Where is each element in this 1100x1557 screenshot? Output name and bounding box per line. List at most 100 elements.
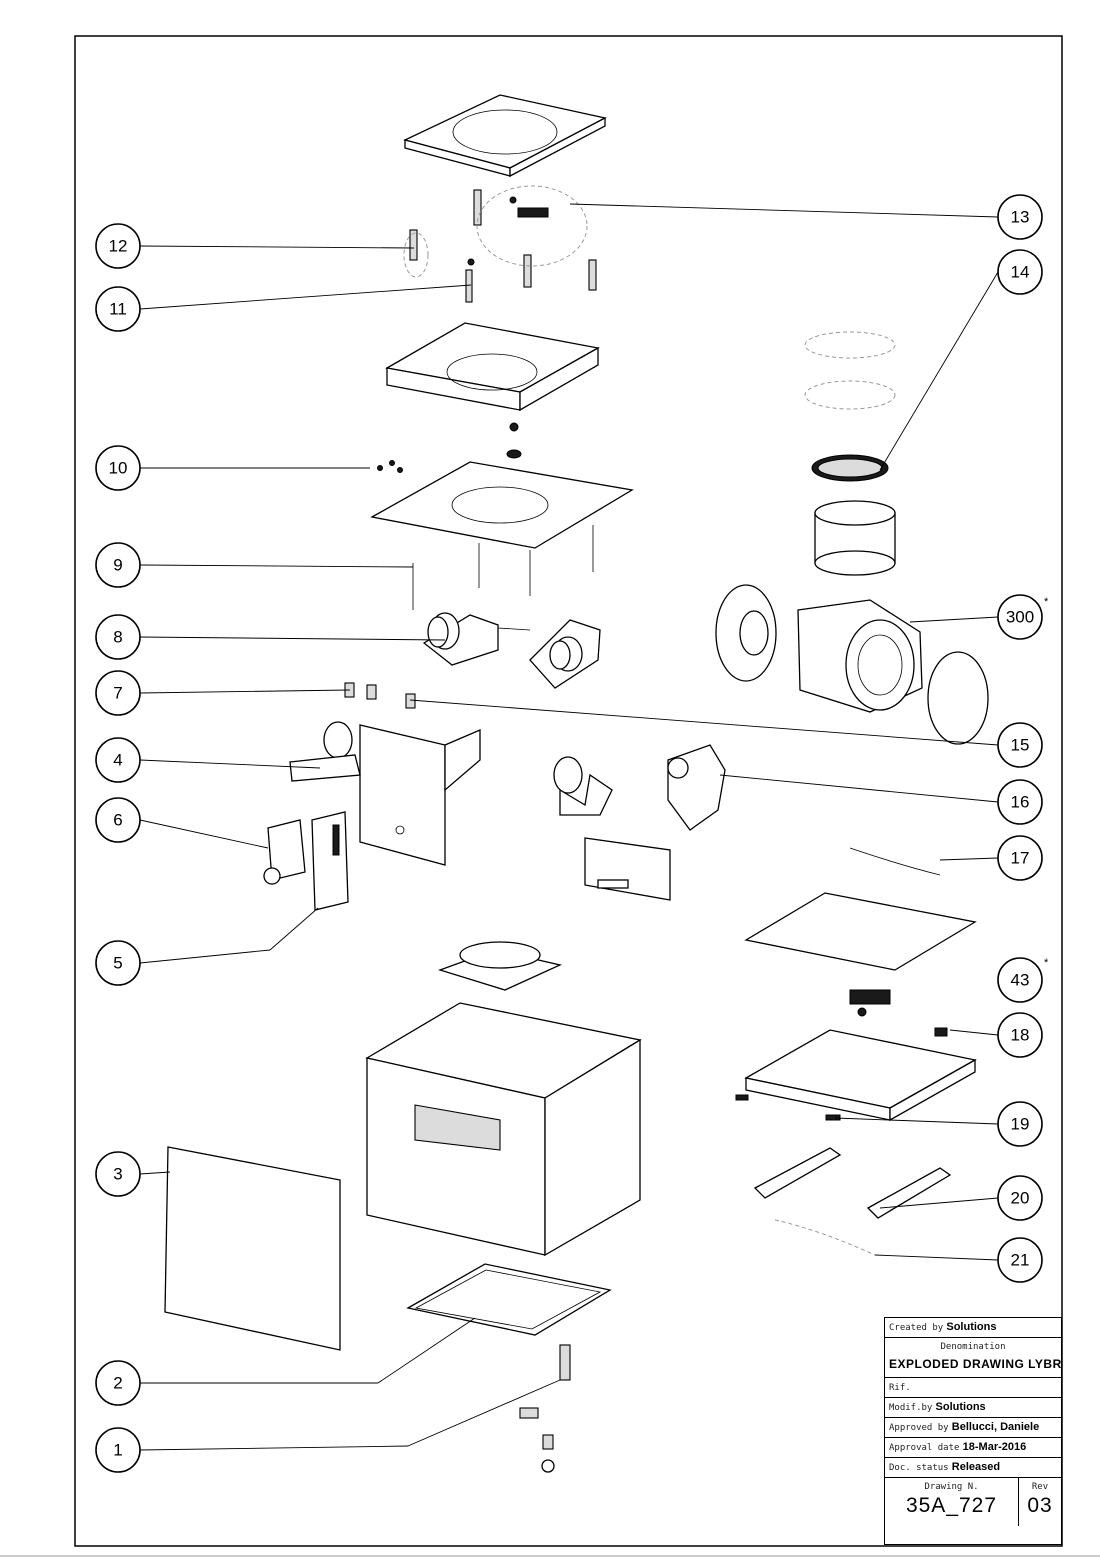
svg-text:18: 18 bbox=[1011, 1026, 1030, 1045]
modif-by-row: Modif.by Solutions bbox=[885, 1398, 1061, 1418]
top-mounting-plate bbox=[403, 94, 607, 178]
filter-tray bbox=[406, 1263, 612, 1336]
small-parts bbox=[519, 1344, 571, 1473]
svg-text:1: 1 bbox=[113, 1441, 122, 1460]
callout-14: 14 bbox=[997, 249, 1043, 295]
duct-collar bbox=[437, 941, 563, 991]
svg-text:9: 9 bbox=[113, 556, 122, 575]
revision-cell: Rev 03 bbox=[1019, 1478, 1061, 1526]
callout-4: 4 bbox=[95, 737, 141, 783]
callout-17: 17 bbox=[997, 835, 1043, 881]
callout-21: 21 bbox=[997, 1237, 1043, 1283]
filter-frame bbox=[735, 1029, 977, 1256]
inner-plate bbox=[370, 422, 634, 549]
callout-16: 16 bbox=[997, 779, 1043, 825]
svg-text:43: 43 bbox=[1011, 971, 1030, 990]
cover-panel bbox=[744, 847, 977, 1037]
long-screws bbox=[412, 525, 594, 610]
lower-tray bbox=[385, 322, 600, 412]
created-by-value: Solutions bbox=[946, 1321, 997, 1333]
revision-value: 03 bbox=[1027, 1494, 1053, 1517]
revision-label: Rev bbox=[1031, 1482, 1049, 1492]
callout-19: 19 bbox=[997, 1101, 1043, 1147]
approval-date-label: Approval date bbox=[889, 1443, 960, 1453]
created-by-row: Created by Solutions bbox=[885, 1318, 1061, 1338]
callout-8: 8 bbox=[95, 614, 141, 660]
svg-text:16: 16 bbox=[1011, 793, 1030, 812]
denomination-row: Denomination EXPLODED DRAWING LYBRA bbox=[885, 1338, 1061, 1378]
screw-set bbox=[403, 185, 597, 303]
blower-assembly bbox=[715, 331, 989, 745]
motor-unit bbox=[667, 744, 726, 831]
svg-text:5: 5 bbox=[113, 954, 122, 973]
front-glass bbox=[164, 1146, 341, 1351]
bracket-frame bbox=[323, 721, 481, 866]
rif-row: Rif. bbox=[885, 1378, 1061, 1398]
light-module bbox=[553, 756, 613, 816]
drawing-number-label: Drawing N. bbox=[924, 1482, 979, 1492]
svg-text:8: 8 bbox=[113, 628, 122, 647]
clips bbox=[344, 682, 416, 709]
approval-date-row: Approval date 18-Mar-2016 bbox=[885, 1438, 1061, 1458]
title-block: Created by Solutions Denomination EXPLOD… bbox=[884, 1317, 1062, 1545]
lamp-housings bbox=[422, 612, 601, 689]
rear-bracket bbox=[584, 837, 671, 901]
approved-by-row: Approved by Bellucci, Daniele bbox=[885, 1418, 1061, 1438]
callout-3: 3 bbox=[95, 1151, 141, 1197]
doc-status-value: Released bbox=[951, 1461, 1001, 1473]
leader-lines bbox=[139, 203, 999, 1451]
doc-status-label: Doc. status bbox=[889, 1463, 949, 1473]
svg-text:10: 10 bbox=[109, 459, 128, 478]
rif-label: Rif. bbox=[889, 1383, 911, 1393]
svg-text:17: 17 bbox=[1011, 849, 1030, 868]
callout-7: 7 bbox=[95, 670, 141, 716]
callout-43: 43 * bbox=[997, 957, 1049, 1003]
approval-date-value: 18-Mar-2016 bbox=[962, 1441, 1027, 1453]
svg-text:13: 13 bbox=[1011, 208, 1030, 227]
svg-text:14: 14 bbox=[1011, 263, 1030, 282]
callout-13: 13 bbox=[997, 194, 1043, 240]
svg-text:7: 7 bbox=[113, 684, 122, 703]
callout-5: 5 bbox=[95, 940, 141, 986]
callout-20: 20 bbox=[997, 1175, 1043, 1221]
svg-text:6: 6 bbox=[113, 811, 122, 830]
denomination-label: Denomination bbox=[940, 1342, 1006, 1352]
svg-text:4: 4 bbox=[113, 751, 122, 770]
svg-text:2: 2 bbox=[113, 1374, 122, 1393]
modif-by-label: Modif.by bbox=[889, 1403, 933, 1413]
callout-2: 2 bbox=[95, 1360, 141, 1406]
created-by-label: Created by bbox=[889, 1323, 944, 1333]
svg-text:3: 3 bbox=[113, 1165, 122, 1184]
doc-status-row: Doc. status Released bbox=[885, 1458, 1061, 1478]
svg-text:19: 19 bbox=[1011, 1115, 1030, 1134]
svg-text:300: 300 bbox=[1006, 608, 1034, 627]
svg-text:20: 20 bbox=[1011, 1189, 1030, 1208]
svg-text:15: 15 bbox=[1011, 736, 1030, 755]
approved-by-label: Approved by bbox=[889, 1423, 949, 1433]
callout-9: 9 bbox=[95, 542, 141, 588]
drawing-frame bbox=[74, 35, 1063, 1547]
callout-11: 11 bbox=[95, 286, 141, 332]
callout-12: 12 bbox=[95, 223, 141, 269]
svg-text:*: * bbox=[1044, 596, 1049, 608]
svg-text:*: * bbox=[1044, 957, 1049, 969]
main-cabinet bbox=[365, 1002, 642, 1257]
callout-15: 15 bbox=[997, 722, 1043, 768]
denomination-value: EXPLODED DRAWING LYBRA bbox=[889, 1357, 1061, 1371]
drawing-number-value: 35A_727 bbox=[905, 1494, 998, 1517]
drawing-number-cell: Drawing N. 35A_727 bbox=[885, 1478, 1019, 1526]
callout-1: 1 bbox=[95, 1427, 141, 1473]
svg-text:12: 12 bbox=[109, 237, 128, 256]
approved-by-value: Bellucci, Daniele bbox=[951, 1421, 1040, 1433]
callout-6: 6 bbox=[95, 797, 141, 843]
terminal-block bbox=[509, 196, 549, 218]
svg-text:21: 21 bbox=[1011, 1251, 1030, 1270]
svg-text:11: 11 bbox=[109, 300, 127, 319]
modif-by-value: Solutions bbox=[935, 1401, 986, 1413]
callout-18: 18 bbox=[997, 1012, 1043, 1058]
callout-300: 300 * bbox=[997, 594, 1049, 640]
switch-panel bbox=[289, 754, 361, 782]
callout-10: 10 bbox=[95, 445, 141, 491]
drawing-number-row: Drawing N. 35A_727 Rev 03 bbox=[885, 1478, 1061, 1526]
